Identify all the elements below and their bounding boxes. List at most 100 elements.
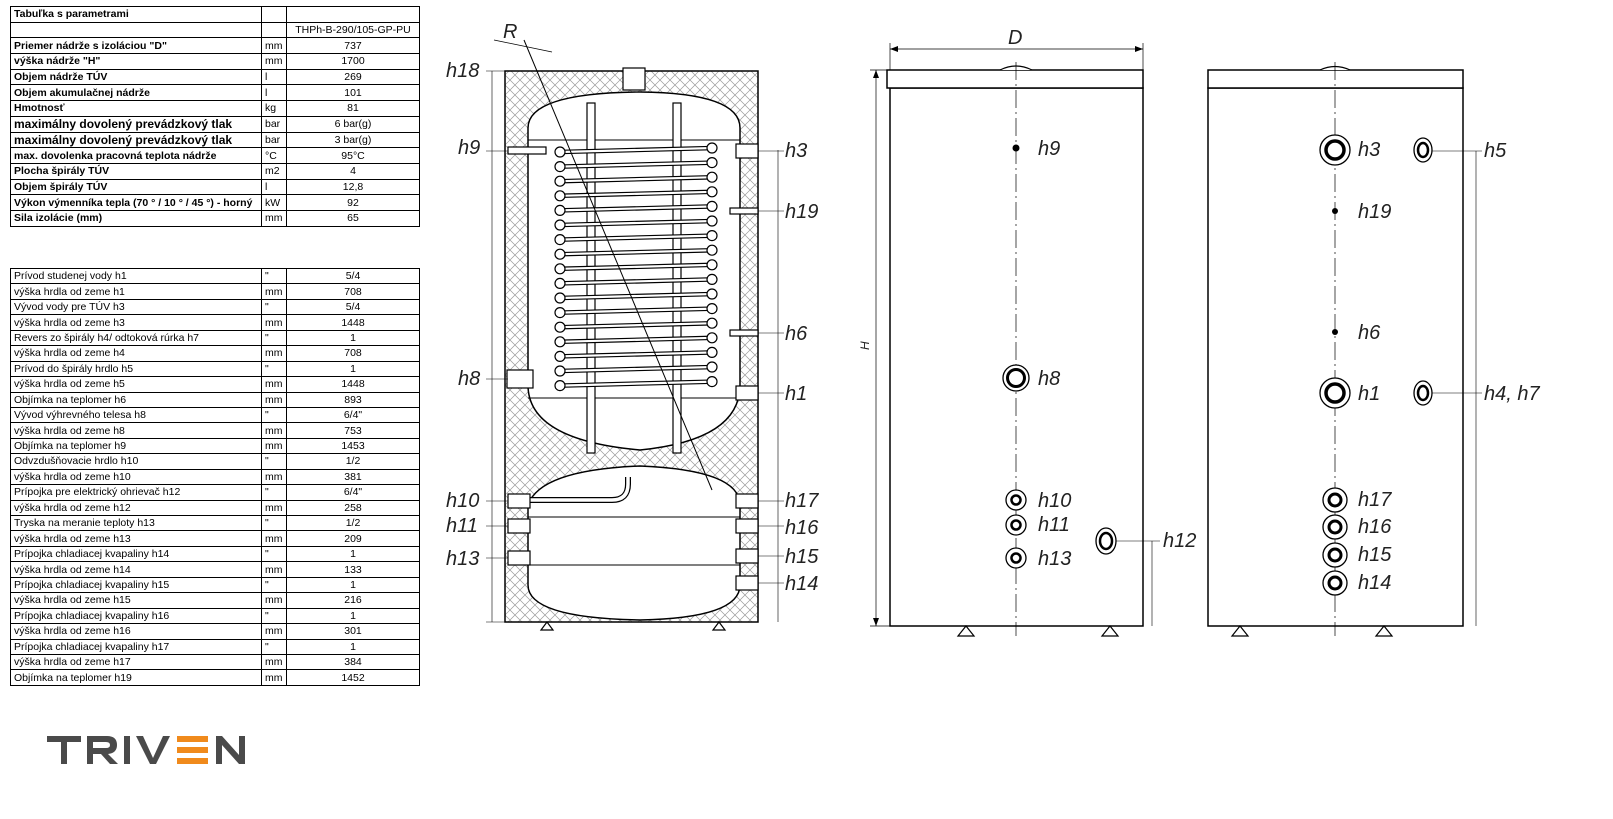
table-row: Prívod studenej vody h1"5/4 [10, 267, 420, 285]
parameters-table: Tabuľka s parametrami THPh-B-290/105-GP-… [10, 6, 420, 227]
cell-label: Priemer nádrže s izoláciou "D" [10, 37, 262, 55]
coil-section [554, 248, 566, 260]
side-label-h14: h14 [1358, 572, 1391, 594]
coil-section [706, 346, 718, 358]
label-H: H [858, 341, 872, 350]
label-h6: h6 [785, 323, 808, 345]
label-h8: h8 [458, 368, 480, 390]
cell-unit: bar [261, 131, 287, 149]
cell-label: výška hrdla od zeme h10 [10, 468, 262, 486]
table-row: Prípojka pre elektrický ohrievač h12"6/4… [10, 484, 420, 501]
coil-section [706, 273, 718, 285]
cell-label: Hmotnosť [10, 100, 262, 117]
coil-section [554, 146, 566, 158]
label-h9: h9 [458, 137, 480, 159]
cell-value: 216 [286, 592, 420, 609]
cell-label: výška hrdla od zeme h8 [10, 422, 262, 439]
side-label-h5: h5 [1484, 140, 1507, 162]
cell-value: 3 bar(g) [286, 131, 420, 149]
h9-port [1012, 144, 1020, 152]
coil-section [554, 321, 566, 333]
cell-label: Objímka na teplomer h19 [10, 669, 262, 686]
side-label-h17: h17 [1358, 489, 1392, 511]
label-R: R [503, 21, 517, 43]
side-label-h16: h16 [1358, 516, 1392, 538]
table-row: Výkon výmenníka tepla (70 ° / 10 ° / 45 … [10, 194, 420, 211]
cell-value: 1448 [286, 314, 420, 331]
front-label-h13: h13 [1038, 548, 1071, 570]
cell-label: Sila izolácie (mm) [10, 209, 262, 227]
coil-section [706, 244, 718, 256]
coil-section [706, 186, 718, 198]
coil-section [554, 190, 566, 202]
table-row: Prípojka chladiacej kvapaliny h16"1 [10, 607, 420, 625]
front-label-h8: h8 [1038, 368, 1060, 390]
table-row: Revers zo špirály h4/ odtoková rúrka h7"… [10, 329, 420, 347]
label-h15: h15 [785, 546, 819, 568]
cell-unit: mm [261, 391, 287, 408]
coil-section [706, 259, 718, 271]
coil-section [706, 230, 718, 242]
table-row: Prípojka chladiacej kvapaliny h15"1 [10, 576, 420, 594]
cell-label: výška hrdla od zeme h17 [10, 653, 262, 671]
tank-lid [886, 69, 1144, 89]
cell-label: Objem nádrže TÚV [10, 68, 262, 86]
cell-label: výška nádrže "H" [10, 53, 262, 70]
side-view: h3 h5 h19 h6 h1 h4, h7 h17 h16 h15 h14 [1207, 62, 1540, 637]
front-view: D H h9 h8 h10 h11 h13 h12 [858, 27, 1196, 637]
coil-section [706, 376, 718, 388]
coil-section [554, 336, 566, 348]
label-h11: h11 [446, 515, 478, 537]
label-h10: h10 [446, 490, 479, 512]
coil-section [706, 171, 718, 183]
cell-unit: mm [261, 209, 287, 227]
coil-section [554, 307, 566, 319]
table-row: Odvzdušňovacie hrdlo h10"1/2 [10, 453, 420, 470]
label-h17: h17 [785, 490, 819, 512]
label-h16: h16 [785, 517, 819, 539]
label-h13: h13 [446, 548, 479, 570]
side-label-h1: h1 [1358, 383, 1380, 405]
coil-section [554, 219, 566, 231]
cell-unit: mm [261, 592, 287, 609]
heat-exchanger-coil [554, 142, 718, 392]
cell-label: výška hrdla od zeme h14 [10, 561, 262, 578]
front-label-h9: h9 [1038, 138, 1060, 160]
coil-section [554, 161, 566, 173]
coil-section [554, 175, 566, 187]
coil-section [706, 157, 718, 169]
coil-section [706, 317, 718, 329]
coil-section [706, 142, 718, 154]
coil-section [554, 204, 566, 216]
cell-value: 1/2 [286, 514, 420, 532]
cell-label: Plocha špirály TÚV [10, 162, 262, 180]
coil-section [554, 277, 566, 289]
cell-label: Tryska na meranie teploty h13 [10, 514, 262, 532]
cell-value: 1452 [286, 669, 420, 686]
cell-value: 95°C [286, 147, 420, 164]
side-label-h4-h7: h4, h7 [1484, 383, 1540, 405]
coil-section [706, 288, 718, 300]
cell-unit: bar [261, 115, 287, 133]
cell-value: 65 [286, 209, 420, 227]
label-D: D [1008, 27, 1022, 49]
coil-section [554, 263, 566, 275]
side-label-h6: h6 [1358, 322, 1381, 344]
front-label-h12: h12 [1163, 530, 1196, 552]
h8-port [1002, 364, 1030, 392]
cell-label: maximálny dovolený prevádzkový tlak [10, 131, 262, 149]
label-h1: h1 [785, 383, 807, 405]
side-label-h19: h19 [1358, 201, 1391, 223]
